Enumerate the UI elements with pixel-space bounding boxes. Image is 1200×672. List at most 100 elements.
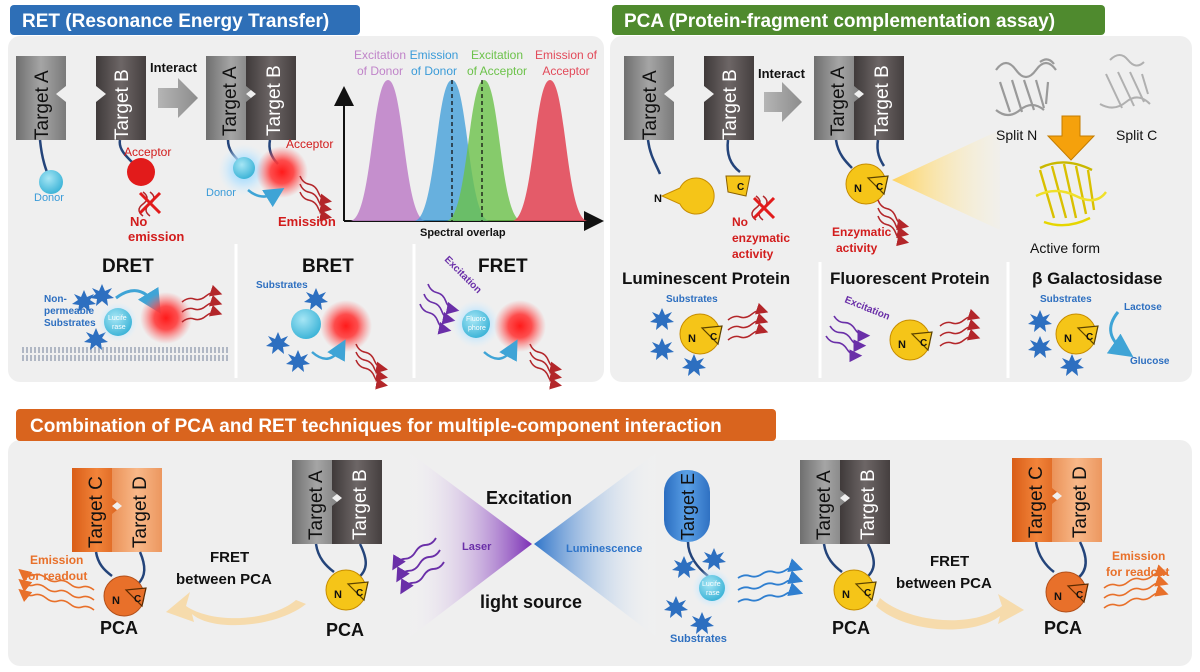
pca-target-b: Target B [704, 56, 754, 140]
svg-text:Target D: Target D [130, 476, 151, 548]
svg-text:N: N [854, 183, 862, 195]
combo-right-linker-b [1077, 541, 1087, 579]
combo-mid-right-complex: Target A Target B [800, 460, 890, 544]
combo-right-pca-enzyme: N C [1045, 571, 1089, 613]
enz-1: Enzymatic [832, 225, 892, 239]
svg-text:N: N [842, 589, 850, 601]
no-enz-2: enzymatic [732, 231, 790, 245]
dret-emission-waves [181, 284, 223, 323]
gal-substrates: Substrates [1040, 294, 1092, 305]
combo-mid-left-complex: Target A Target B [292, 460, 382, 544]
dret-luc-1: Lucife [108, 315, 127, 322]
svg-text:Target A: Target A [828, 66, 849, 136]
no-emission-cross-icon [138, 191, 162, 217]
svg-text:C: C [710, 332, 717, 343]
combo-header-text: Combination of PCA and RET techniques fo… [30, 416, 722, 437]
no-emission-line1: No [130, 214, 147, 229]
combo-mid-right-pca-label: PCA [832, 618, 870, 638]
svg-text:Target B: Target B [858, 469, 879, 540]
combo-right-complex: Target C Target D [1012, 458, 1102, 542]
dret-non-1: Non- [44, 294, 67, 305]
spectrum-label-2-line-2: of Donor [411, 64, 457, 78]
emission-label: Emission [278, 214, 336, 229]
svg-text:Target B: Target B [350, 469, 371, 540]
combo-laser: Laser [462, 541, 492, 553]
gal-title: β Galactosidase [1032, 269, 1162, 288]
svg-text:C: C [134, 594, 141, 605]
flu-enzyme: N C [889, 319, 933, 361]
combo-light-source: light source [480, 592, 582, 612]
combo-luc-1: Lucife [702, 581, 721, 588]
spectrum-label-1-line-1: Excitation [354, 48, 406, 62]
flu-title: Fluorescent Protein [830, 269, 990, 288]
pca-complex: Target A Target B [814, 56, 904, 140]
svg-text:C: C [864, 588, 871, 599]
svg-text:Target B: Target B [264, 65, 285, 136]
combo-target-e: Target E [664, 470, 710, 542]
svg-text:Target B: Target B [720, 69, 741, 140]
svg-text:C: C [876, 182, 883, 193]
luminescence-triangle [534, 450, 660, 640]
fret-transfer-arrow [483, 339, 518, 362]
combo-laser-waves [392, 537, 445, 595]
pca-n-fragment: N [654, 177, 715, 215]
combo-luc-2: rase [706, 590, 720, 597]
combo-left-emission-2: for readout [24, 569, 87, 583]
svg-text:Target A: Target A [306, 470, 327, 540]
lum-substrate-stars [650, 308, 706, 376]
svg-text:Target B: Target B [872, 65, 893, 136]
dret-title: DRET [102, 256, 154, 277]
active-form-structure-icon [1035, 161, 1107, 227]
transfer-arrow [247, 188, 285, 208]
fret-emission-waves [529, 343, 562, 390]
spectrum-label-3-line-2: of Acceptor [467, 64, 527, 78]
acceptor-glow [256, 146, 308, 198]
combo-luminescence-waves [737, 558, 804, 603]
split-c-structure-icon [1099, 54, 1151, 109]
lum-substrates: Substrates [666, 294, 718, 305]
dret-non-3: Substrates [44, 318, 96, 329]
pca-interact-arrow [764, 82, 802, 122]
pca-complex-linker-b [876, 139, 886, 167]
svg-text:N: N [112, 595, 120, 607]
lum-emission-waves [727, 302, 769, 341]
bret-title: BRET [302, 256, 354, 277]
lactose-arrow [1106, 311, 1134, 358]
ret-target-b: Target B [96, 56, 146, 140]
svg-text:N: N [1054, 591, 1062, 603]
ret-interact-arrow [158, 78, 198, 118]
active-form-label: Active form [1030, 240, 1100, 256]
svg-text:Target A: Target A [32, 70, 53, 140]
svg-text:Target C: Target C [1026, 466, 1047, 538]
svg-text:Target A: Target A [220, 66, 241, 136]
bret-emission-waves [355, 343, 388, 390]
spectrum-label-3-line-1: Excitation [471, 48, 523, 62]
acceptor-label: Acceptor [124, 145, 171, 159]
svg-text:Target A: Target A [814, 470, 835, 540]
complex-acceptor-label: Acceptor [286, 137, 333, 151]
fret-excitation-waves [419, 283, 460, 335]
combo-mid-right-enzyme: N C [833, 569, 877, 611]
svg-text:C: C [1086, 332, 1093, 343]
combo-right-fret-1: FRET [930, 553, 969, 570]
bret-substrates: Substrates [256, 280, 308, 291]
combo-substrate-stars [664, 548, 726, 634]
combo-right-linker-a [1034, 541, 1055, 573]
bret-luciferase [291, 309, 321, 339]
svg-text:Target B: Target B [112, 69, 133, 140]
spectrum-label-2-line-1: Emission [410, 48, 459, 62]
flu-emission-waves [939, 308, 981, 347]
svg-text:Target C: Target C [86, 476, 107, 548]
combo-mid-left-enzyme: N C [325, 569, 369, 611]
fret-title: FRET [478, 256, 528, 277]
light-beam [892, 130, 1000, 230]
combo-left-fret-arrow [166, 592, 306, 626]
svg-text:C: C [920, 338, 927, 349]
pca-header-text: PCA (Protein-fragment complementation as… [624, 11, 1055, 32]
combo-mid-left-pca-label: PCA [326, 620, 364, 640]
flu-excitation-waves [825, 315, 871, 363]
pca-panel [610, 36, 1192, 382]
dret-acceptor-glow [140, 292, 192, 344]
svg-text:N: N [688, 333, 696, 345]
pca-interact-label: Interact [758, 66, 806, 81]
